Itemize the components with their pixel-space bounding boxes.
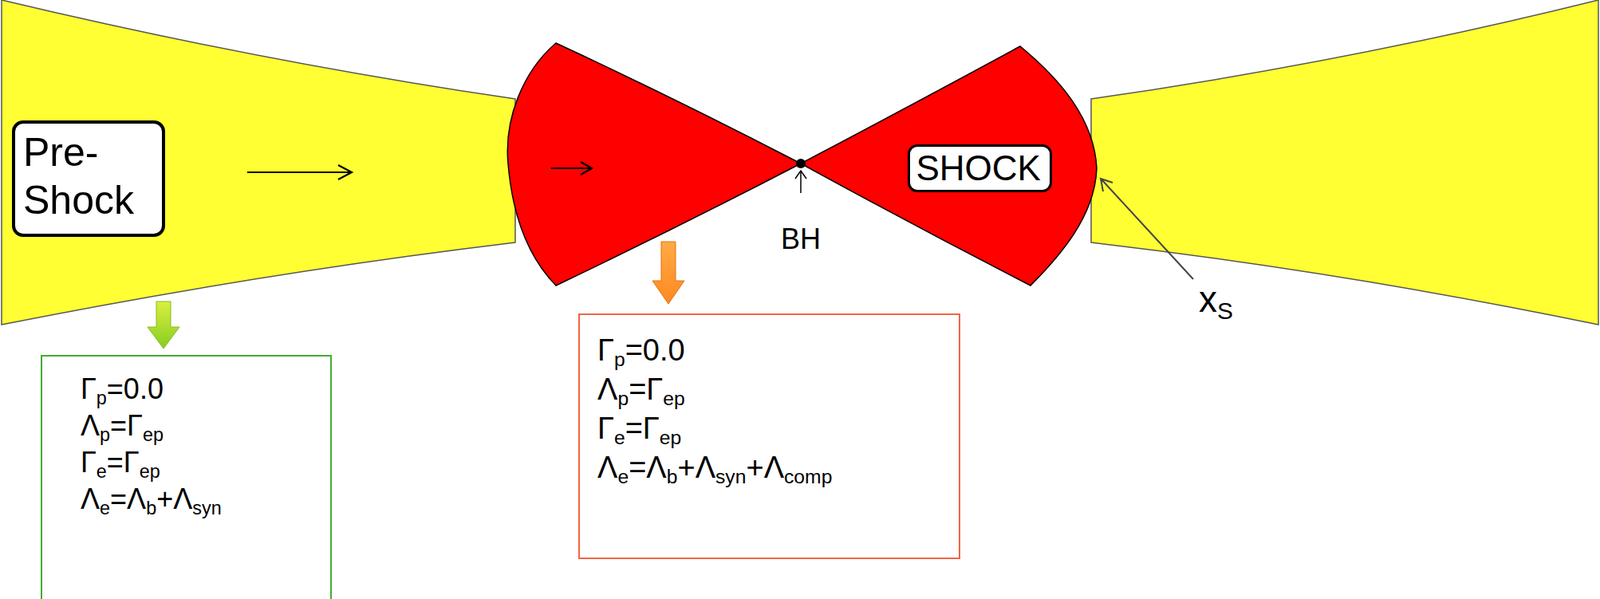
text-run: =0.0	[106, 372, 164, 406]
outer-flow	[1091, 0, 1599, 325]
text-run: =Λ	[628, 450, 667, 485]
equation-line: Λe=Λb+Λsyn	[80, 480, 222, 518]
subscript: b	[666, 465, 678, 488]
text-run: BH	[780, 222, 821, 256]
text-run: Λ	[597, 450, 618, 485]
equation-line: Γe=Γep	[597, 409, 682, 449]
equation-line: Λp=Γep	[597, 370, 686, 410]
subscript: e	[96, 461, 107, 482]
region-box: SHOCK	[907, 144, 1053, 194]
text-run: Λ	[597, 372, 618, 406]
text-run: +Λ	[745, 450, 785, 485]
subscript: p	[614, 348, 626, 371]
pre-shock-flow	[1, 0, 516, 325]
equation-box: Γp=0.0Λp=ΓepΓe=ΓepΛe=Λb+Λsyn+Λcomp	[578, 313, 961, 560]
subscript: e	[99, 497, 111, 519]
text-run: x	[1198, 278, 1218, 320]
subscript: ep	[139, 461, 161, 482]
text-run: Γ	[80, 372, 97, 406]
region-box: Pre- Shock	[11, 120, 166, 237]
equation-line: Γe=Γep	[80, 444, 161, 481]
subscript: p	[96, 387, 107, 409]
text-run: =Γ	[628, 372, 663, 406]
subscript: syn	[715, 465, 746, 488]
text-run: Λ	[80, 482, 100, 516]
text-run: =0.0	[625, 333, 686, 367]
text-run: Pre- Shock	[23, 130, 134, 223]
subscript: ep	[662, 387, 685, 410]
shock-leader	[1100, 178, 1194, 280]
equation-line: Γp=0.0	[80, 370, 164, 408]
black-hole-label: BH	[780, 223, 821, 256]
subscript: e	[614, 426, 626, 449]
box-label: SHOCK	[916, 148, 1041, 190]
black-hole-dot	[796, 158, 806, 169]
equation-line: Γp=0.0	[597, 331, 686, 371]
subscript: comp	[784, 465, 832, 488]
subscript: p	[99, 424, 111, 446]
post-shock-cone	[800, 46, 1097, 286]
subscript: S	[1217, 297, 1234, 324]
shock-position-label: xS	[1198, 279, 1234, 320]
text-run: =Γ	[106, 445, 140, 479]
text-run: =Γ	[625, 411, 660, 446]
text-run: =Γ	[110, 409, 143, 442]
text-run: =Λ	[110, 482, 146, 516]
text-run: Γ	[597, 411, 615, 446]
flow-arrow	[551, 161, 592, 175]
subscript: ep	[659, 426, 682, 449]
flow-arrow	[247, 165, 352, 180]
text-run: Λ	[80, 409, 100, 442]
equation-box: Γp=0.0Λp=ΓepΓe=ΓepΛe=Λb+Λsyn	[40, 354, 332, 599]
text-run: Γ	[80, 445, 97, 479]
text-run: +Λ	[156, 482, 193, 516]
region-arrow	[652, 241, 685, 304]
text-run: SHOCK	[916, 148, 1041, 188]
post-shock-cone	[507, 43, 801, 286]
region-arrow	[147, 301, 180, 349]
box-label: Pre- Shock	[23, 128, 154, 225]
subscript: ep	[142, 424, 164, 446]
text-run: Γ	[597, 333, 615, 367]
subscript: p	[617, 387, 629, 410]
subscript: b	[145, 497, 157, 519]
text-run: +Λ	[677, 450, 716, 485]
subscript: syn	[192, 497, 221, 519]
equation-line: Λp=Γep	[80, 407, 164, 445]
black-hole-pointer	[795, 170, 807, 194]
equation-line: Λe=Λb+Λsyn+Λcomp	[597, 448, 832, 488]
subscript: e	[617, 465, 629, 488]
